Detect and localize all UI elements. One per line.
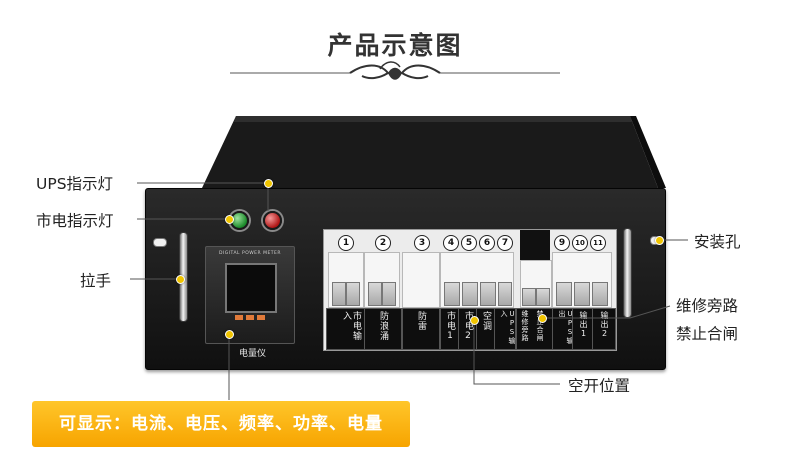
breaker-toggle xyxy=(462,282,478,306)
title-ornament xyxy=(230,61,560,80)
feature-banner: 可显示：电流、电压、频率、功率、电量 xyxy=(32,401,410,447)
callout-city-indicator: 市电指示灯 xyxy=(36,212,114,230)
breaker-toggle xyxy=(346,282,360,306)
breaker-label: 防浪涌 xyxy=(378,311,388,341)
mount-hole-left xyxy=(153,238,167,247)
callout-handle: 拉手 xyxy=(80,272,112,290)
breaker-number: 10 xyxy=(572,235,588,251)
breaker-label: 空调 xyxy=(481,311,491,331)
breaker-number: 6 xyxy=(479,235,495,251)
callout-dot xyxy=(176,275,185,284)
callout-dot xyxy=(225,215,234,224)
meter-label: 电量仪 xyxy=(239,349,267,359)
breaker-label: 禁止合闸 xyxy=(536,310,544,342)
meter-key xyxy=(246,315,254,320)
breaker-toggle xyxy=(332,282,346,306)
meter-caption: DIGITAL POWER METER xyxy=(218,251,282,256)
page-title: 产品示意图 xyxy=(327,31,463,60)
callout-dot xyxy=(655,236,664,245)
breaker-label: 市电2 xyxy=(463,311,473,342)
breaker-toggle xyxy=(556,282,572,306)
callout-breaker-position: 空开位置 xyxy=(568,377,631,395)
breaker-label: 市电输入 xyxy=(341,311,361,341)
callout-dot xyxy=(225,330,234,339)
breaker-label: UPS输出 xyxy=(558,310,574,345)
breaker-label: 维修旁路 xyxy=(521,310,529,342)
breaker-number: 2 xyxy=(375,235,391,251)
callout-ups-indicator: UPS指示灯 xyxy=(36,175,114,193)
callout-dot xyxy=(470,316,479,325)
meter-key xyxy=(235,315,243,320)
breaker-number: 1 xyxy=(338,235,354,251)
breaker-number: 3 xyxy=(414,235,430,251)
breaker-number: 5 xyxy=(461,235,477,251)
label-strip: 维修旁路 禁止合闸 xyxy=(516,308,554,350)
breaker-toggle xyxy=(444,282,460,306)
callout-bypass-line2: 禁止合闸 xyxy=(676,325,739,343)
callout-dot xyxy=(538,314,547,323)
breaker-panel: 1 2 3 4 5 6 7 9 10 11 市电输入 防浪涌 防雷 市电1 市电… xyxy=(323,229,617,351)
breaker-label: 输出2 xyxy=(600,311,609,339)
ups-lamp xyxy=(263,211,282,230)
meter-screen xyxy=(225,263,277,313)
label-strip: UPS输入 xyxy=(494,308,516,350)
breaker-toggle xyxy=(536,288,550,306)
breaker-toggle xyxy=(574,282,590,306)
callout-dot xyxy=(264,179,273,188)
breaker-8-slot xyxy=(520,230,550,260)
label-strip: 市电1 xyxy=(440,308,460,350)
feature-text: 可显示：电流、电压、频率、功率、电量 xyxy=(59,414,383,434)
breaker-toggle xyxy=(382,282,396,306)
label-strip: 输出2 xyxy=(592,308,616,350)
label-strip: 防雷 xyxy=(402,308,440,350)
meter-key xyxy=(257,315,265,320)
breaker-label: 防雷 xyxy=(416,311,426,331)
label-strip: 市电输入 xyxy=(326,308,366,350)
breaker-toggle xyxy=(368,282,382,306)
label-strip: 防浪涌 xyxy=(364,308,402,350)
breaker-label: 输出1 xyxy=(579,311,588,339)
breaker-number: 7 xyxy=(497,235,513,251)
breaker-toggle xyxy=(498,282,512,306)
callout-bypass-line1: 维修旁路 xyxy=(676,297,739,315)
cabinet-top xyxy=(202,116,666,188)
breaker-toggle xyxy=(592,282,608,306)
breaker-label: UPS输入 xyxy=(500,310,516,345)
breaker-number: 11 xyxy=(590,235,606,251)
breaker-toggle xyxy=(522,288,536,306)
breaker-number: 9 xyxy=(554,235,570,251)
callout-mount-hole: 安装孔 xyxy=(694,233,741,251)
breaker-label: 市电1 xyxy=(445,311,455,342)
breaker-number: 4 xyxy=(443,235,459,251)
power-meter: DIGITAL POWER METER xyxy=(205,246,295,344)
breaker-3 xyxy=(402,252,440,308)
breaker-toggle xyxy=(480,282,496,306)
